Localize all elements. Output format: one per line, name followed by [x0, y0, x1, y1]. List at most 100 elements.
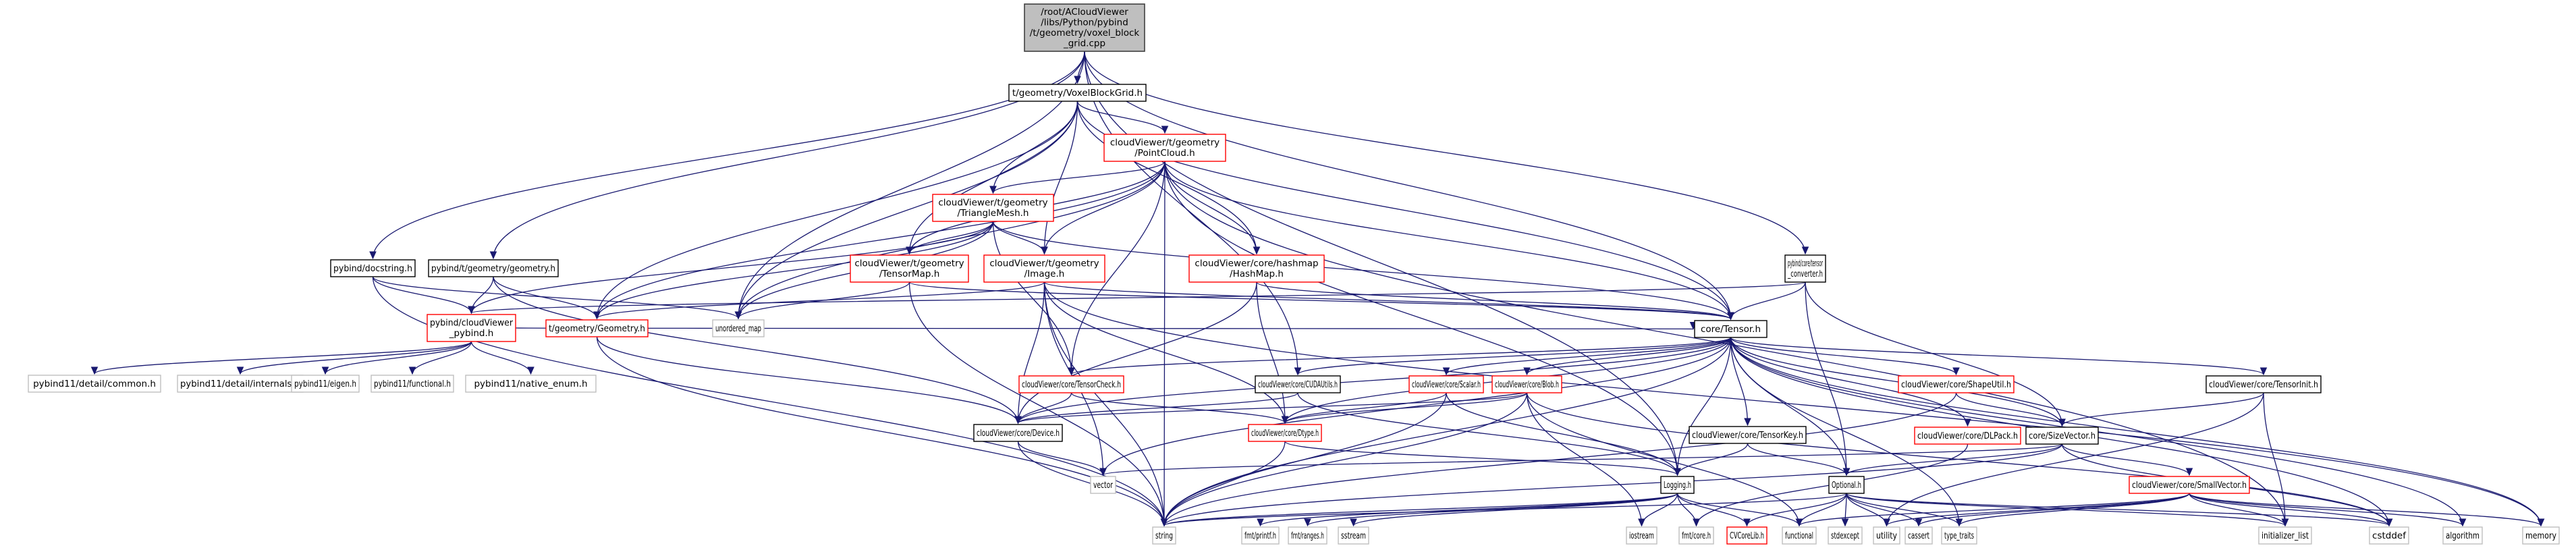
node-box [1898, 375, 2015, 393]
node-string: string [1152, 526, 1176, 545]
node-printf: fmt/printf.h [1241, 526, 1280, 545]
node-tkey[interactable]: cloudViewer/core/TensorKey.h [1689, 426, 1807, 444]
node-label: cloudViewer/t/geometry [989, 258, 1099, 269]
node-label: pybind11/native_enum.h [474, 379, 587, 389]
node-label: t/geometry/VoxelBlockGrid.h [1012, 88, 1143, 99]
edge-vbg-to-tm [992, 101, 1078, 194]
edge-cvpy-to-p11intern [240, 341, 472, 375]
edge-tconv-to-sizev [1805, 281, 2063, 427]
node-pgeo[interactable]: pybind/t/geometry/geometry.h [428, 259, 559, 277]
edge-tensor-to-memory [1730, 337, 2542, 526]
node-tmap[interactable]: cloudViewer/t/geometry/TensorMap.h [850, 254, 969, 283]
edge-shape-to-sizev [1955, 392, 2063, 427]
edge-hash-to-tensor [1256, 281, 1732, 320]
node-dtype[interactable]: cloudViewer/core/Dtype.h [1248, 424, 1322, 442]
node-logging[interactable]: Logging.h [1660, 476, 1695, 494]
arrowhead-icon [734, 311, 742, 320]
node-box [1694, 320, 1767, 338]
arrowhead-icon [1955, 518, 1963, 527]
node-box [1288, 526, 1327, 545]
node-label: pybind11/eigen.h [294, 379, 356, 389]
node-box [1248, 424, 1322, 442]
edge-pc-to-tm [992, 161, 1166, 194]
node-scalar[interactable]: cloudViewer/core/Scalar.h [1408, 375, 1484, 393]
arrowhead-icon [1744, 418, 1751, 427]
edge-tensor-to-scalar [1446, 337, 1732, 375]
node-box [1678, 526, 1714, 545]
node-smallv[interactable]: cloudViewer/core/SmallVector.h [2129, 476, 2250, 494]
edge-cvpy-to-p11common [94, 341, 472, 375]
node-box [1626, 526, 1657, 545]
node-root[interactable]: /root/ACloudViewer/libs/Python/pybind/t/… [1024, 3, 1145, 52]
node-box [1941, 526, 1977, 545]
node-pc[interactable]: cloudViewer/t/geometry/PointCloud.h [1103, 134, 1226, 162]
node-tconv[interactable]: pybind/core/tensor_converter.h [1784, 254, 1826, 283]
edge-tensor-to-tcheck [1070, 337, 1732, 375]
edge-tensor-to-shape [1730, 337, 1957, 375]
node-box [2522, 526, 2560, 545]
node-label: core/SizeVector.h [2029, 431, 2095, 441]
edge-tconv-to-optional [1805, 281, 1847, 476]
node-tinit[interactable]: cloudViewer/core/TensorInit.h [2205, 375, 2322, 393]
node-box [1008, 84, 1147, 102]
node-doc[interactable]: pybind/docstring.h [330, 259, 416, 277]
edge-tkey-to-logging [1676, 443, 1749, 476]
node-memory: memory [2522, 526, 2560, 545]
node-img[interactable]: cloudViewer/t/geometry/Image.h [983, 254, 1105, 283]
node-label: pybind11/functional.h [374, 379, 451, 389]
node-sstream: sstream [1338, 526, 1369, 545]
node-box [1904, 526, 1933, 545]
node-tcheck[interactable]: cloudViewer/core/TensorCheck.h [1018, 375, 1124, 393]
node-geom[interactable]: t/geometry/Geometry.h [545, 319, 649, 337]
node-box [1408, 375, 1484, 393]
node-vbg[interactable]: t/geometry/VoxelBlockGrid.h [1008, 84, 1147, 102]
edge-vbg-to-img [1043, 101, 1078, 254]
edge-hash-to-dtype [1256, 281, 1286, 424]
node-cuda[interactable]: cloudViewer/core/CUDAUtils.h [1255, 375, 1341, 393]
node-box [2442, 526, 2483, 545]
edge-tmap-to-tensor [908, 281, 1732, 320]
node-label: pybind11/detail/common.h [33, 379, 156, 389]
arrowhead-icon [1257, 518, 1264, 527]
node-label: cloudViewer/t/geometry [938, 198, 1047, 209]
edge-cvpy-to-tensor [515, 327, 1694, 330]
arrowhead-icon [593, 311, 601, 320]
edge-tconv-to-cvpy [470, 281, 1806, 314]
node-device[interactable]: cloudViewer/core/Device.h [973, 424, 1063, 442]
node-iostream: iostream [1626, 526, 1657, 545]
node-box [1784, 254, 1826, 283]
node-label: CVCoreLib.h [1730, 530, 1764, 541]
nodes-layer: /root/ACloudViewer/libs/Python/pybind/t/… [28, 3, 2560, 545]
node-hash[interactable]: cloudViewer/core/hashmap/HashMap.h [1188, 254, 1325, 283]
node-box [2369, 526, 2409, 545]
arrowhead-icon [1294, 367, 1302, 376]
node-label: _pybind.h [449, 328, 494, 339]
node-box [1338, 526, 1369, 545]
edge-tensor-to-typetraits [1730, 337, 1960, 526]
node-label: pybind/core/tensor [1788, 258, 1823, 269]
node-box [177, 375, 304, 393]
arrowhead-icon [90, 366, 99, 375]
edge-logging-to-functional [1676, 493, 1800, 526]
arrowhead-icon [1795, 518, 1803, 527]
node-optional[interactable]: Optional.h [1828, 476, 1865, 494]
node-dlpack[interactable]: cloudViewer/core/DLPack.h [1914, 427, 2021, 445]
edge-tensor-to-tkey [1730, 337, 1749, 426]
node-cvpy[interactable]: pybind/cloudViewer_pybind.h [427, 314, 516, 342]
edge-smallv-to-memory [2189, 493, 2542, 526]
node-tm[interactable]: cloudViewer/t/geometry/TriangleMesh.h [932, 194, 1054, 222]
edge-tensor-to-device [1017, 337, 1732, 424]
arrowhead-icon [1952, 367, 1960, 376]
node-box [1914, 427, 2021, 445]
node-sizev[interactable]: core/SizeVector.h [2025, 427, 2099, 445]
node-blob[interactable]: cloudViewer/core/Blob.h [1491, 375, 1562, 393]
node-label: _grid.cpp [1063, 38, 1105, 49]
node-cvcore[interactable]: CVCoreLib.h [1726, 526, 1767, 545]
node-p11enum: pybind11/native_enum.h [465, 375, 597, 393]
node-box [428, 259, 559, 277]
arrowhead-icon [1523, 367, 1531, 376]
edge-tm-to-cvpy [470, 221, 994, 314]
node-shape[interactable]: cloudViewer/core/ShapeUtil.h [1898, 375, 2015, 393]
node-label: utility [1876, 530, 1897, 541]
node-tensor[interactable]: core/Tensor.h [1694, 320, 1767, 338]
